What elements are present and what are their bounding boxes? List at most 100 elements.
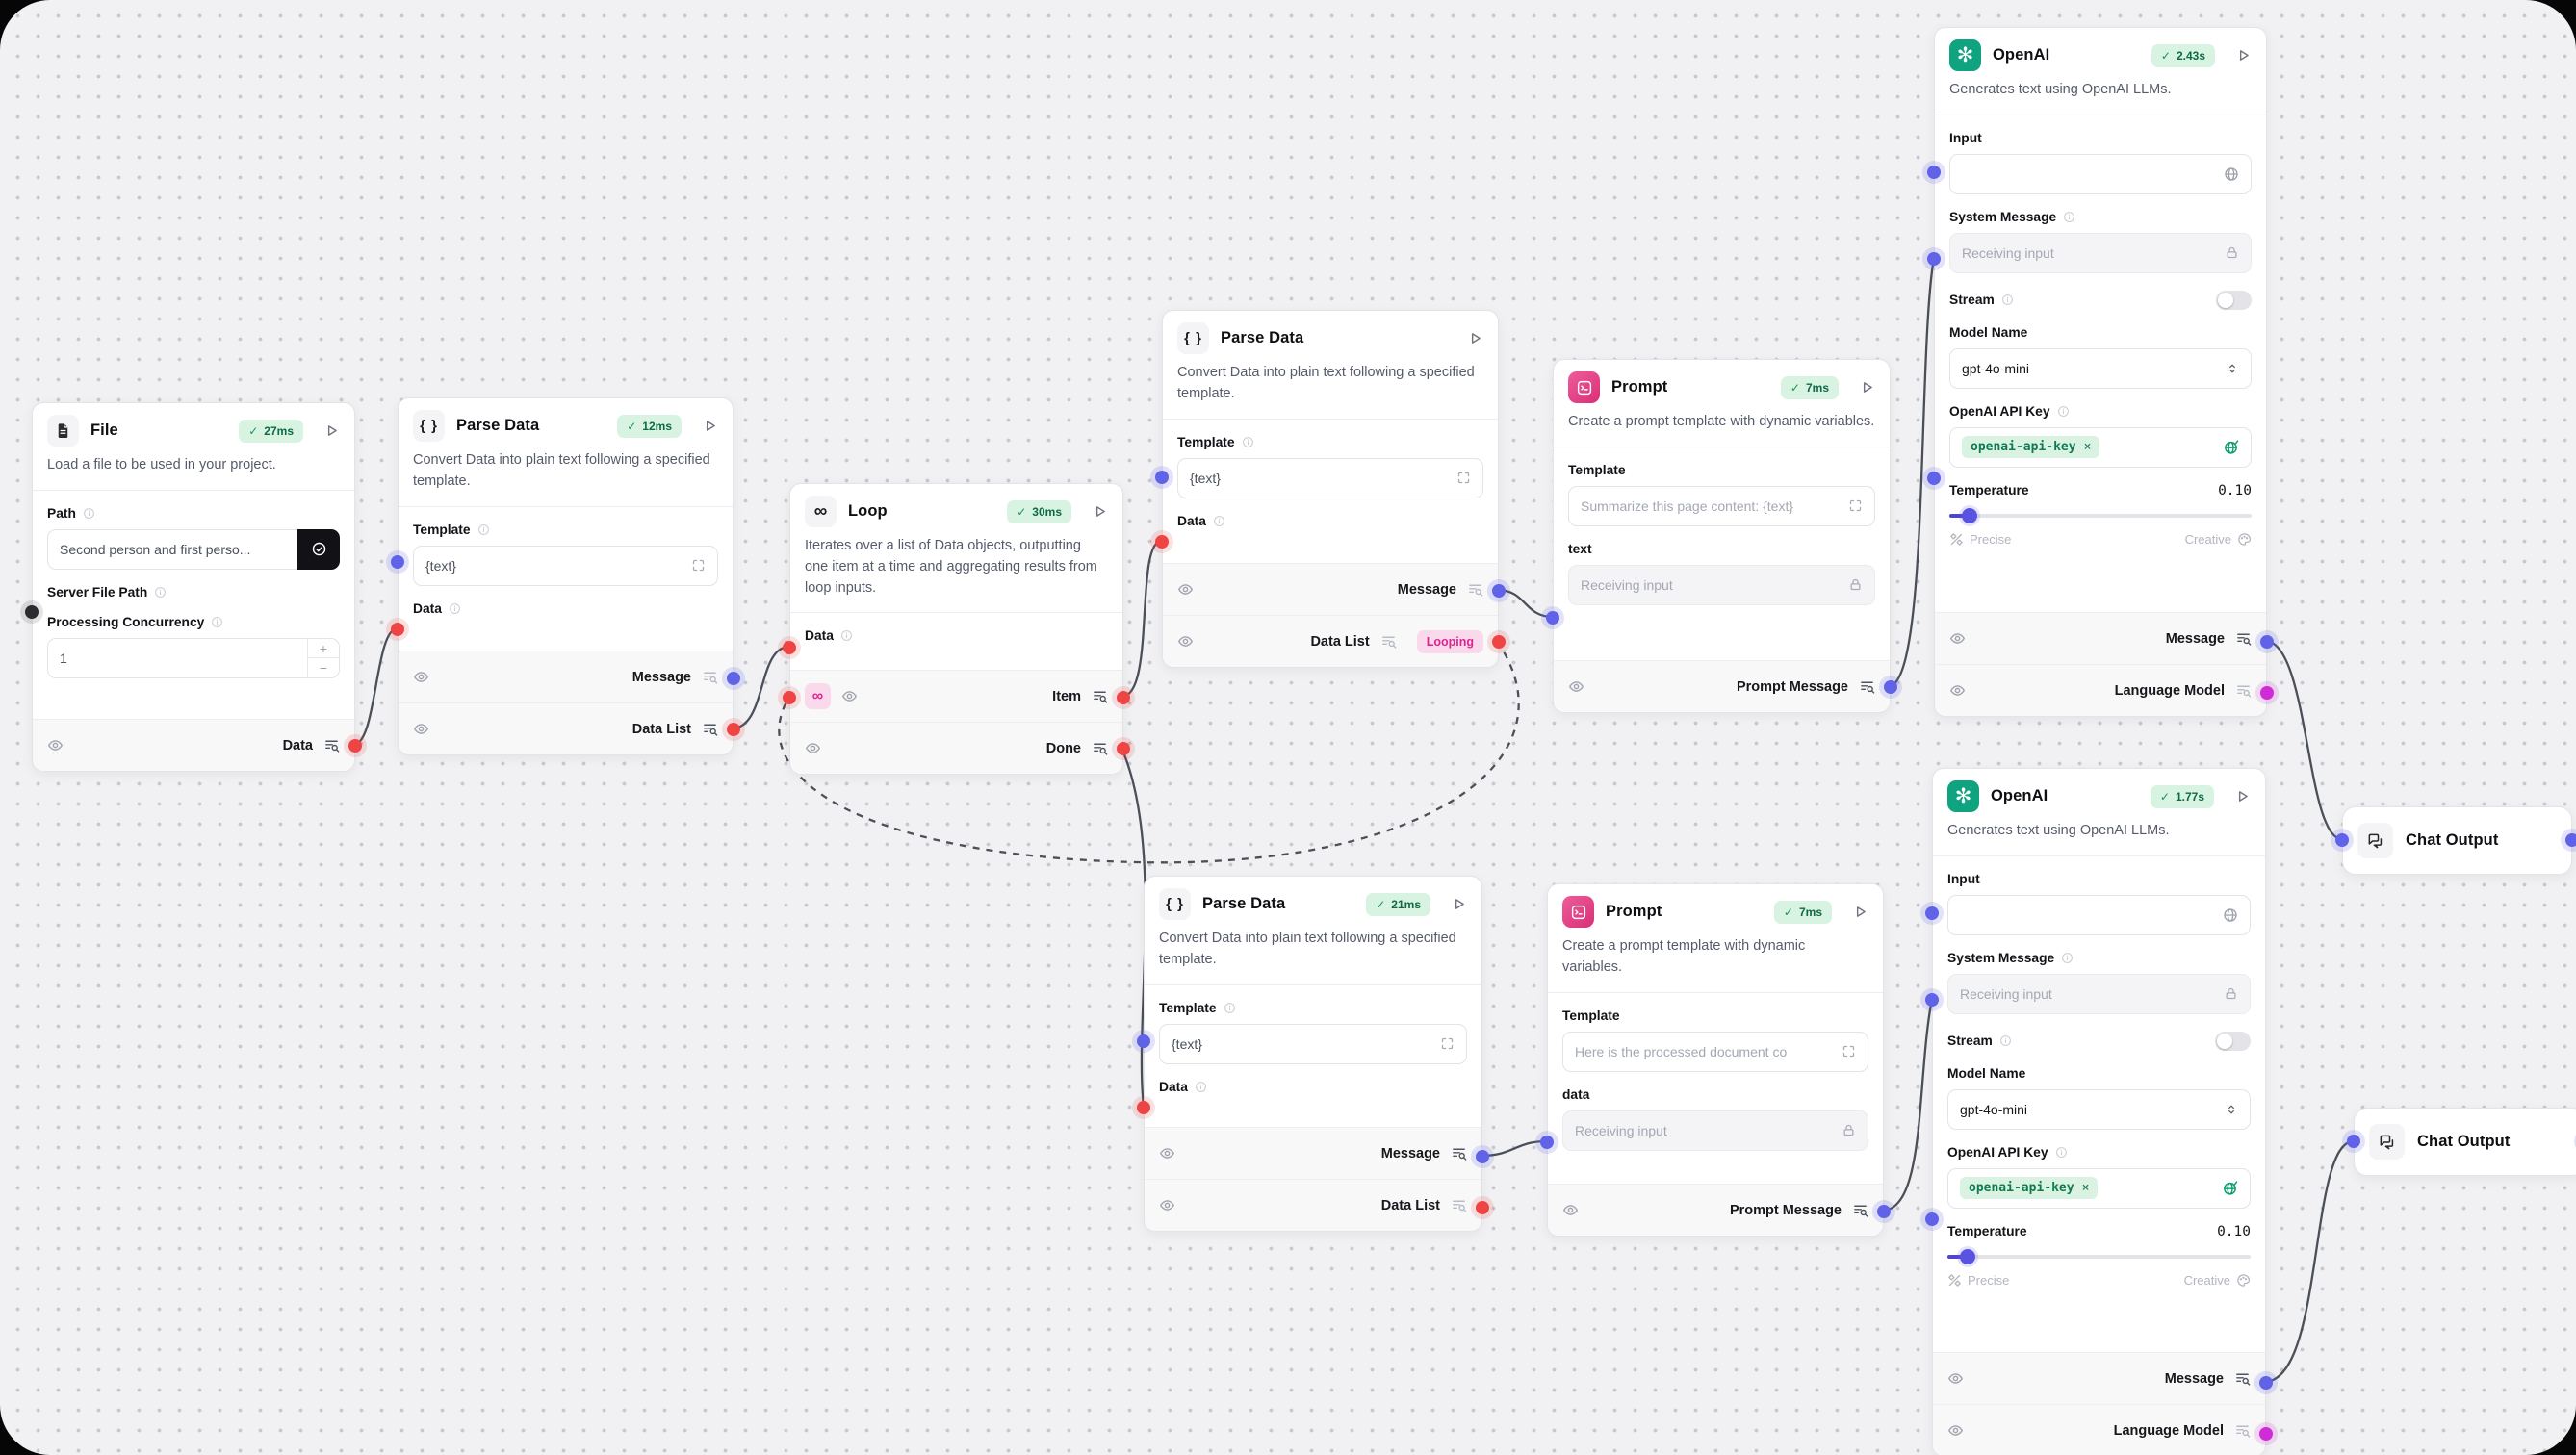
concurrency-input[interactable]: 1 + − [47, 637, 340, 678]
increment-button[interactable]: + [308, 639, 339, 659]
play-icon[interactable] [2234, 788, 2251, 804]
inspect-output-icon[interactable] [702, 669, 718, 685]
template-input[interactable]: Summarize this page content: {text} [1568, 485, 1875, 526]
output-row-prompt-message[interactable]: Prompt Message [1548, 1185, 1883, 1236]
port-api-key-in[interactable] [1925, 1212, 1939, 1226]
port-text-in[interactable] [1546, 611, 1559, 625]
api-key-tag[interactable]: openai-api-key× [1962, 436, 2100, 459]
inspect-output-icon[interactable] [1092, 740, 1108, 756]
eye-icon[interactable] [1568, 678, 1584, 695]
inspect-output-icon[interactable] [2235, 630, 2252, 647]
node-openai-2[interactable]: ✻ OpenAI ✓1.77s Generates text using Ope… [1925, 768, 2273, 1455]
edge-openai2-to-chat2[interactable] [2263, 1139, 2355, 1384]
port-chat-in[interactable] [2335, 833, 2349, 847]
node-parse-data-1[interactable]: { } Parse Data ✓12ms Convert Data into p… [391, 397, 740, 755]
expand-icon[interactable] [691, 558, 706, 573]
template-input[interactable]: {text} [413, 545, 718, 586]
stream-toggle[interactable] [2215, 1031, 2251, 1051]
play-icon[interactable] [1467, 330, 1483, 346]
inspect-output-icon[interactable] [1380, 633, 1397, 650]
port-prompt-message-out[interactable] [1877, 1205, 1891, 1218]
eye-icon[interactable] [1949, 630, 1966, 647]
play-icon[interactable] [1451, 896, 1467, 912]
node-parse-data-loop[interactable]: { } Parse Data Convert Data into plain t… [1155, 310, 1506, 668]
output-row-data[interactable]: Data [33, 720, 354, 771]
expand-icon[interactable] [1848, 498, 1863, 513]
port-data-in[interactable] [391, 623, 404, 636]
inspect-output-icon[interactable] [323, 737, 340, 753]
port-loop-in[interactable] [783, 691, 796, 704]
output-row-done[interactable]: Done [790, 722, 1122, 774]
output-row-message[interactable]: Message [399, 651, 733, 702]
stream-toggle[interactable] [2216, 290, 2252, 310]
slider-thumb[interactable] [1962, 507, 1977, 523]
port-language-model-out[interactable] [2259, 1427, 2273, 1441]
template-input[interactable]: {text} [1159, 1023, 1467, 1064]
output-row-data-list[interactable]: Data List [399, 702, 733, 754]
output-row-data-list[interactable]: Data List [1145, 1179, 1481, 1231]
file-select-button[interactable] [297, 528, 340, 570]
play-icon[interactable] [2235, 47, 2252, 64]
edge-parse1-to-loop[interactable] [731, 645, 790, 730]
node-prompt-2[interactable]: Prompt ✓7ms Create a prompt template wit… [1540, 883, 1891, 1237]
port-language-model-out[interactable] [2260, 686, 2274, 700]
port-message-out[interactable] [727, 672, 740, 685]
eye-icon[interactable] [47, 737, 64, 753]
eye-icon[interactable] [413, 721, 429, 737]
port-data-in[interactable] [783, 641, 796, 654]
output-row-message[interactable]: Message [1935, 613, 2266, 664]
input-field[interactable] [1947, 894, 2251, 935]
output-row-message[interactable]: Message [1933, 1353, 2265, 1404]
port-input-in[interactable] [1925, 906, 1939, 920]
template-input[interactable]: Here is the processed document co [1562, 1031, 1868, 1072]
port-chat-in[interactable] [2347, 1135, 2360, 1148]
node-loop[interactable]: ∞ Loop ✓30ms Iterates over a list of Dat… [783, 483, 1130, 775]
inspect-output-icon[interactable] [1092, 688, 1108, 704]
expand-icon[interactable] [1440, 1036, 1455, 1051]
node-openai-1[interactable]: ✻ OpenAI ✓2.43s Generates text using Ope… [1927, 27, 2274, 717]
port-message-out[interactable] [1476, 1150, 1489, 1163]
edge-openai1-to-chat1[interactable] [2264, 639, 2343, 841]
api-key-tag[interactable]: openai-api-key× [1960, 1177, 2099, 1200]
expand-icon[interactable] [1842, 1044, 1856, 1059]
play-icon[interactable] [323, 422, 340, 439]
output-row-item[interactable]: ∞ Item [790, 671, 1122, 722]
inspect-output-icon[interactable] [2234, 1422, 2251, 1439]
inspect-output-icon[interactable] [1451, 1145, 1467, 1161]
port-prompt-message-out[interactable] [1884, 680, 1897, 694]
eye-icon[interactable] [841, 688, 858, 704]
edge-parseloop-to-prompt1[interactable] [1496, 588, 1554, 619]
output-row-language-model[interactable]: Language Model [1935, 664, 2266, 716]
eye-icon[interactable] [1177, 633, 1194, 650]
inspect-output-icon[interactable] [2234, 1370, 2251, 1387]
slider-thumb[interactable] [1960, 1248, 1975, 1264]
port-message-out[interactable] [2259, 1376, 2273, 1390]
close-icon[interactable]: × [2083, 440, 2092, 455]
edge-file-to-parse1[interactable] [352, 626, 399, 747]
inspect-output-icon[interactable] [2235, 682, 2252, 699]
port-data-in[interactable] [1137, 1101, 1150, 1114]
port-data-in[interactable] [1155, 535, 1169, 549]
output-row-message[interactable]: Message [1163, 564, 1498, 615]
port-file-server-path[interactable] [25, 605, 39, 619]
output-row-data-list[interactable]: Data List Looping [1163, 615, 1498, 667]
eye-icon[interactable] [1562, 1202, 1579, 1218]
port-done-out[interactable] [1117, 742, 1130, 755]
output-row-prompt-message[interactable]: Prompt Message [1554, 661, 1890, 712]
port-data-list-out[interactable] [1492, 635, 1506, 649]
port-message-out[interactable] [1492, 584, 1506, 598]
node-chat-output-2[interactable]: Chat Output [2347, 1108, 2576, 1176]
eye-icon[interactable] [805, 740, 821, 756]
port-template-in[interactable] [1137, 1034, 1150, 1048]
port-data-list-out[interactable] [1476, 1201, 1489, 1214]
inspect-output-icon[interactable] [1467, 581, 1483, 598]
model-name-select[interactable]: gpt-4o-mini [1949, 347, 2252, 389]
node-file[interactable]: File ✓27ms Load a file to be used in you… [25, 402, 362, 772]
model-name-select[interactable]: gpt-4o-mini [1947, 1088, 2251, 1130]
eye-icon[interactable] [1947, 1370, 1964, 1387]
temperature-slider[interactable] [1949, 507, 2252, 523]
port-file-data-out[interactable] [348, 739, 362, 753]
port-template-in[interactable] [1155, 471, 1169, 484]
expand-icon[interactable] [1456, 471, 1471, 485]
